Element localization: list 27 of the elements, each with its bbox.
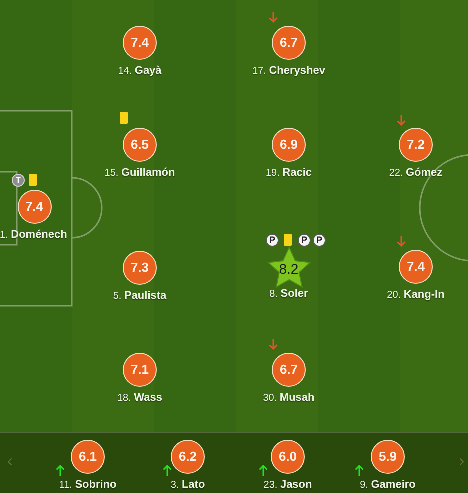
player-rating: 7.3	[123, 251, 157, 285]
player-rating: 6.7	[272, 26, 306, 60]
player-rating: 6.9	[272, 128, 306, 162]
rating-star: 8.2	[268, 247, 310, 288]
player-name: 17. Cheryshev	[252, 64, 326, 79]
player-rating: 6.7	[272, 353, 306, 387]
player-name: 8. Soler	[270, 287, 308, 302]
player-rating: 7.1	[123, 353, 157, 387]
player-rating: 7.4	[18, 190, 52, 224]
player-rating: 7.4	[399, 250, 433, 284]
player-rating: 7.4	[123, 26, 157, 60]
player-rating: 7.2	[399, 128, 433, 162]
player-rating: 6.5	[123, 128, 157, 162]
captain-marker: T	[12, 174, 25, 187]
player-name: 30. Musah	[263, 391, 315, 406]
player-name: 20. Kang-In	[387, 288, 445, 303]
player-name: 9. Gameiro	[360, 478, 416, 493]
player-name: 19. Racic	[266, 166, 312, 181]
player-name: 1. Doménech	[0, 228, 68, 242]
player-name: 14. Gayà	[118, 64, 162, 79]
player-name: 3. Lato	[170, 478, 206, 493]
player-name: 15. Guillamón	[104, 166, 176, 181]
player-name: 11. Sobrino	[59, 478, 117, 493]
player-name: 22. Gómez	[389, 166, 443, 181]
player-name: 23. Jason	[264, 478, 312, 493]
player-name: 5. Paulista	[113, 289, 167, 304]
player-name: 18. Wass	[118, 391, 162, 406]
